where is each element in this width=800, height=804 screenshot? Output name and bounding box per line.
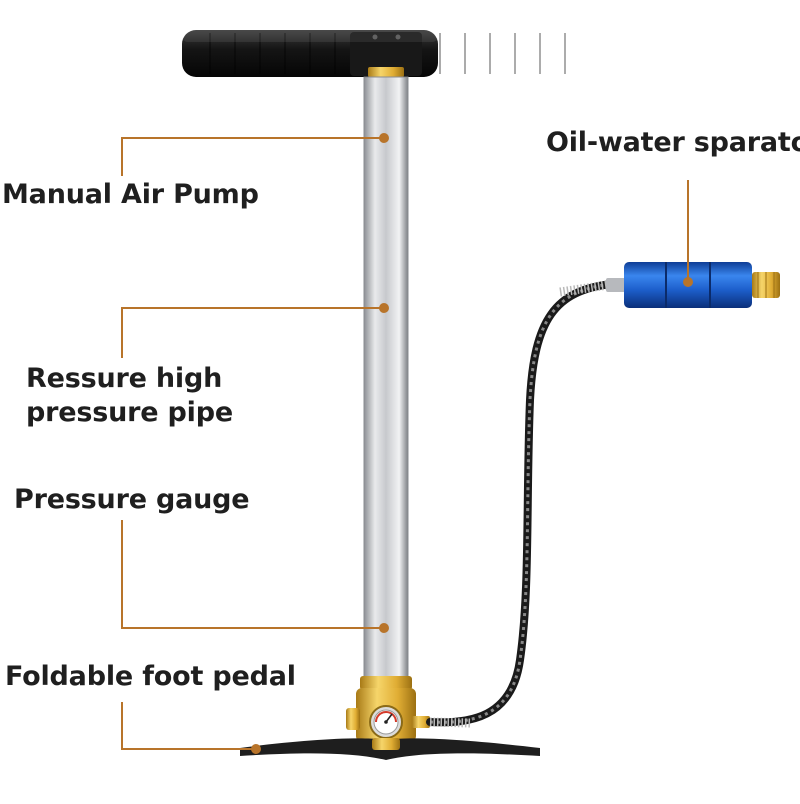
label-oil-water-separator: Oil-water sparator [546,127,800,158]
pedal-hinge [372,738,400,750]
label-high-pressure-pipe: Ressure high pressure pipe [26,362,233,430]
label-pipe-line-2: pressure pipe [26,397,233,428]
oil-water-separator [606,262,780,308]
handle [182,30,566,77]
pressure-gauge-icon [369,705,403,739]
label-pipe-line-1: Ressure high [26,363,223,394]
main-pipe [364,77,408,682]
handle-collar [368,67,404,77]
callout-lines [121,137,689,750]
label-pressure-gauge: Pressure gauge [14,484,250,515]
callout-dots [251,133,693,754]
label-foot-pedal: Foldable foot pedal [5,661,296,692]
label-manual-air-pump: Manual Air Pump [2,179,259,210]
